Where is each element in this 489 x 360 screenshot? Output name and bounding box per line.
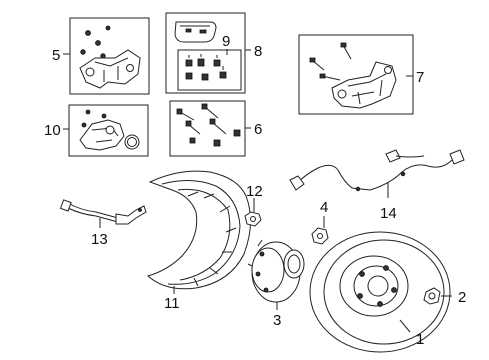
callout-7: 7 — [416, 69, 424, 86]
callout-9: 9 — [222, 33, 230, 50]
callout-10: 10 — [44, 122, 61, 139]
callout-2: 2 — [458, 289, 466, 306]
group-brake-pads — [165, 12, 246, 94]
bolt-12 — [244, 211, 262, 227]
callout-5: 5 — [52, 47, 60, 64]
callout-13: 13 — [91, 231, 108, 248]
callout-8: 8 — [254, 43, 262, 60]
callout-6: 6 — [254, 121, 262, 138]
callout-3: 3 — [273, 312, 281, 329]
bolt-4 — [311, 227, 329, 245]
callout-12: 12 — [246, 183, 263, 200]
callout-11: 11 — [164, 295, 180, 312]
abs-sensor — [289, 149, 465, 192]
dust-shield — [146, 170, 251, 290]
brake-rotor — [309, 231, 451, 353]
rotor-screw — [423, 287, 441, 305]
callout-14: 14 — [380, 205, 397, 222]
brake-hose — [59, 199, 147, 225]
leader-1 — [399, 319, 411, 333]
group-caliper-mount — [298, 34, 414, 115]
wheel-hub — [247, 239, 305, 303]
group-caliper-housing — [68, 104, 149, 157]
callout-1: 1 — [416, 331, 424, 348]
group-guide-pins — [169, 100, 246, 157]
callout-4: 4 — [320, 199, 328, 216]
group-caliper-bracket — [69, 17, 150, 95]
